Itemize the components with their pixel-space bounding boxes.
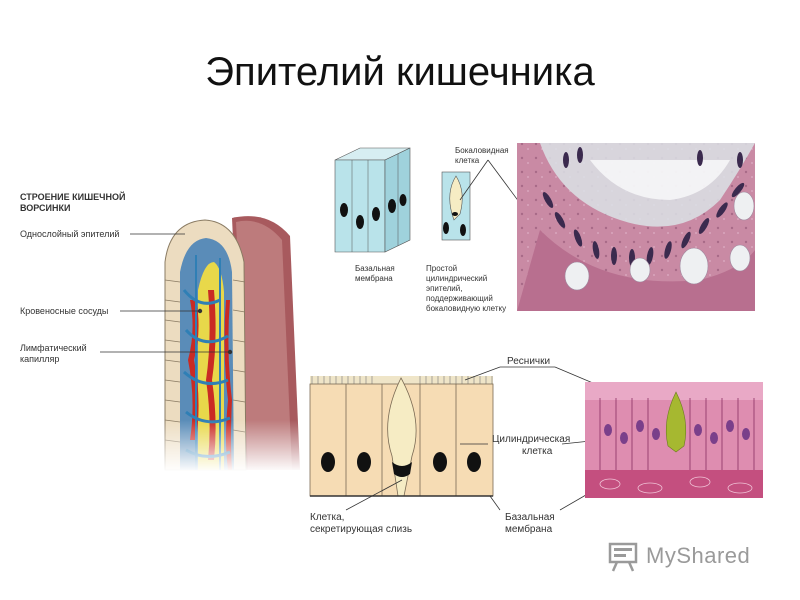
label-simple-epithelium-2: цилиндрический — [426, 274, 488, 283]
goblet-column-small — [441, 171, 471, 241]
label-cilia: Реснички — [507, 356, 551, 367]
label-lymph-line1: Лимфатический — [20, 343, 87, 353]
villus-illustration — [150, 216, 310, 472]
label-simple-epithelium-3: эпителий, — [426, 284, 463, 293]
label-lymph-line2: капилляр — [20, 354, 60, 364]
label-cylindrical-cell-2: клетка — [522, 446, 553, 457]
ciliated-micrograph — [585, 382, 763, 498]
slide-title: Эпителий кишечника — [205, 50, 595, 94]
villus-heading-line2: ВОРСИНКИ — [20, 203, 71, 213]
label-blood-vessels: Кровеносные сосуды — [20, 306, 109, 316]
label-basal-membrane-top-1: Базальная — [355, 264, 395, 273]
myshared-wordmark: MyShared — [646, 543, 751, 568]
label-cylindrical-cell-1: Цилиндрическая — [492, 434, 571, 445]
label-goblet-cell-1: Бокаловидная — [455, 146, 509, 155]
label-simple-epithelium-5: бокаловидную клетку — [426, 304, 507, 313]
label-goblet-cell-2: клетка — [455, 156, 480, 165]
columnar-block-3d — [334, 147, 411, 253]
label-basal-membrane-bottom-1: Базальная — [505, 512, 555, 523]
villus-leader-lines — [100, 233, 233, 355]
ciliated-epithelium — [309, 376, 494, 497]
label-single-layer-epithelium: Однослойный эпителий — [20, 229, 120, 239]
label-basal-membrane-top-2: мембрана — [355, 274, 393, 283]
label-basal-membrane-bottom-2: мембрана — [505, 524, 553, 535]
villus-heading-line1: СТРОЕНИЕ КИШЕЧНОЙ — [20, 192, 126, 202]
presentation-board-icon — [608, 542, 638, 572]
label-simple-epithelium-1: Простой — [426, 264, 458, 273]
myshared-logo: MyShared — [606, 539, 776, 573]
label-mucus-cell-2: секретирующая слизь — [310, 524, 413, 535]
histology-micrograph — [517, 143, 755, 311]
ciliated-leader-lines — [345, 366, 601, 511]
label-mucus-cell-1: Клетка, — [310, 512, 345, 523]
label-simple-epithelium-4: поддерживающий — [426, 294, 493, 303]
